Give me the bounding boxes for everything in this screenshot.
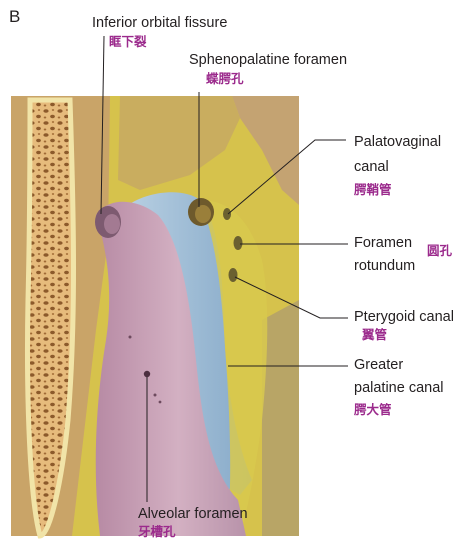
label-sphenopalatine-foramen-cn: 蝶腭孔 <box>206 71 244 86</box>
panel-letter: B <box>9 7 21 26</box>
spongy-bone-section <box>25 97 76 539</box>
pterygoid-canal-mark <box>228 268 238 282</box>
label-palatovaginal-line1: Palatovaginal <box>354 134 442 150</box>
label-alveolar-foramen: Alveolar foramen <box>138 506 248 522</box>
upper-right-bone <box>232 96 299 205</box>
label-greater-palatine-line1: Greater <box>354 357 404 373</box>
label-sphenopalatine-foramen: Sphenopalatine foramen <box>189 52 348 68</box>
label-inferior-orbital-fissure: Inferior orbital fissure <box>92 15 228 31</box>
label-greater-palatine-line2: palatine canal <box>354 380 444 396</box>
alveolar-foramen-mark <box>143 370 151 378</box>
pterygoid-shadow <box>262 300 299 536</box>
label-pterygoid-canal-cn: 翼管 <box>362 327 388 342</box>
label-greater-palatine-cn: 腭大管 <box>354 402 392 417</box>
leader-pterygoid-canal <box>234 276 348 319</box>
label-foramen-rotundum-cn: 圆孔 <box>427 243 453 258</box>
maxilla-purple <box>95 201 246 536</box>
label-palatovaginal-cn: 腭鞘管 <box>354 182 392 197</box>
leader-palatovaginal-canal <box>227 139 346 215</box>
label-pterygoid-canal: Pterygoid canal <box>354 309 454 325</box>
label-inferior-orbital-fissure-cn: 眶下裂 <box>109 34 147 49</box>
label-alveolar-foramen-cn: 牙槽孔 <box>138 524 176 539</box>
palatovaginal-canal-mark <box>223 208 231 220</box>
label-foramen-rotundum-line1: Foramen <box>354 235 413 251</box>
posterior-bone-area <box>118 96 240 190</box>
label-foramen-rotundum-line2: rotundum <box>354 258 416 274</box>
label-palatovaginal-line2: canal <box>354 159 389 175</box>
leader-inferior-orbital-fissure <box>100 35 105 215</box>
foramen-rotundum-mark <box>233 236 243 250</box>
